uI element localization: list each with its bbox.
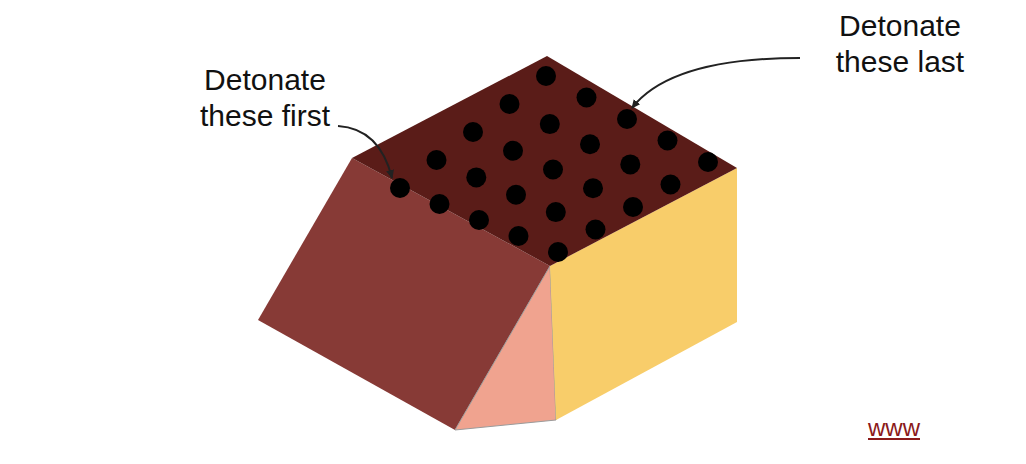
web-address: www [868, 414, 920, 442]
blast-hole [586, 220, 606, 240]
blast-hole [543, 160, 563, 180]
bench-top [352, 56, 737, 266]
blast-hole [506, 185, 526, 205]
blast-hole [430, 194, 450, 214]
blast-hole [546, 202, 566, 222]
blast-hole [577, 88, 597, 108]
blast-hole [536, 66, 556, 86]
blast-hole [509, 226, 529, 246]
blast-hole [500, 94, 520, 114]
blast-hole [617, 109, 637, 129]
slope-side [455, 266, 556, 430]
blast-hole [503, 141, 523, 161]
blast-hole [580, 134, 600, 154]
blast-hole [390, 178, 410, 198]
blast-hole [620, 154, 640, 174]
blast-hole [469, 210, 489, 230]
blast-hole [661, 175, 681, 195]
leader-line [338, 126, 392, 178]
callout-label: Detonate these first [180, 62, 350, 134]
blast-hole [463, 122, 483, 142]
blast-hole [548, 242, 568, 262]
blast-hole [658, 131, 678, 151]
blast-hole [623, 197, 643, 217]
blast-hole [698, 152, 718, 172]
blast-hole [466, 167, 486, 187]
blast-hole [583, 178, 603, 198]
blast-holes [390, 66, 718, 262]
blast-hole [427, 150, 447, 170]
callout-label: Detonate these last [812, 8, 988, 80]
leader-line [632, 58, 800, 108]
blast-hole [540, 114, 560, 134]
